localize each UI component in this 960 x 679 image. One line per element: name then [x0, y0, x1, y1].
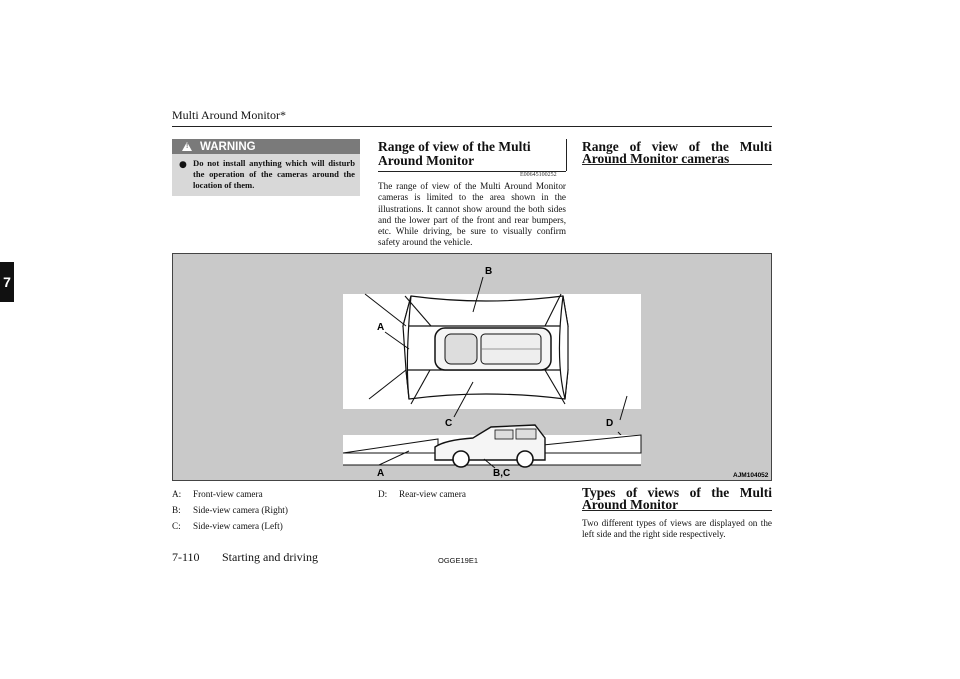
heading-side-rule: [566, 139, 567, 171]
heading-rule: [378, 171, 566, 172]
page-number: 7-110: [172, 550, 200, 564]
header-rule: [172, 126, 772, 127]
label-bc-bottom: B,C: [493, 468, 510, 479]
legend-key-a: A:: [172, 489, 182, 499]
legend-key-c: C:: [172, 521, 181, 531]
heading-rule: [582, 510, 772, 511]
heading-rule: [582, 164, 772, 165]
legend-text-c: Side-view camera (Left): [193, 521, 283, 531]
chapter-tab: 7: [0, 262, 14, 302]
warning-header: ! WARNING: [172, 139, 360, 154]
section-code: E00645100252: [520, 172, 557, 178]
label-a-bottom: A: [377, 468, 384, 479]
footer-section: Starting and driving: [222, 550, 318, 564]
bullet-icon: ●: [179, 160, 187, 170]
car-top-view-icon: [434, 327, 552, 371]
figure-ref-code: AJM104052: [733, 472, 769, 479]
section-heading-cameras-line1: Range of view of the Multi: [582, 139, 772, 154]
label-b-top: B: [485, 266, 492, 277]
legend-key-b: B:: [172, 505, 181, 515]
section-heading-cameras-line2: Around Monitor cameras: [582, 151, 730, 166]
warning-triangle-icon: !: [182, 142, 192, 151]
running-header: Multi Around Monitor*: [172, 108, 287, 122]
label-a-top: A: [377, 322, 384, 333]
legend-key-d: D:: [378, 489, 388, 499]
warning-text: Do not install anything which will distu…: [193, 158, 355, 191]
section-heading-types-line1: Types of views of the Multi: [582, 485, 772, 500]
label-d: D: [606, 418, 613, 429]
warning-box: ! WARNING ● Do not install anything whic…: [172, 139, 360, 196]
legend-text-b: Side-view camera (Right): [193, 505, 288, 515]
section-body: Two different types of views are display…: [582, 518, 772, 540]
figure-svg: B A C D A B,C AJM104052: [342, 266, 769, 479]
legend-text-d: Rear-view camera: [399, 489, 466, 499]
right-range-area: [558, 295, 569, 400]
warning-label: WARNING: [200, 140, 256, 153]
label-c: C: [445, 418, 452, 429]
section-body: The range of view of the Multi Around Mo…: [378, 181, 566, 248]
section-heading-types-line2: Around Monitor: [582, 497, 679, 512]
footer-code: OGGE19E1: [438, 556, 479, 565]
legend-text-a: Front-view camera: [193, 489, 263, 499]
section-heading-range-of-view: Range of view of the Multi Around Monito…: [378, 139, 531, 168]
car-side-view-icon: [434, 424, 546, 468]
camera-range-figure: B A C D A B,C AJM104052: [172, 253, 772, 481]
